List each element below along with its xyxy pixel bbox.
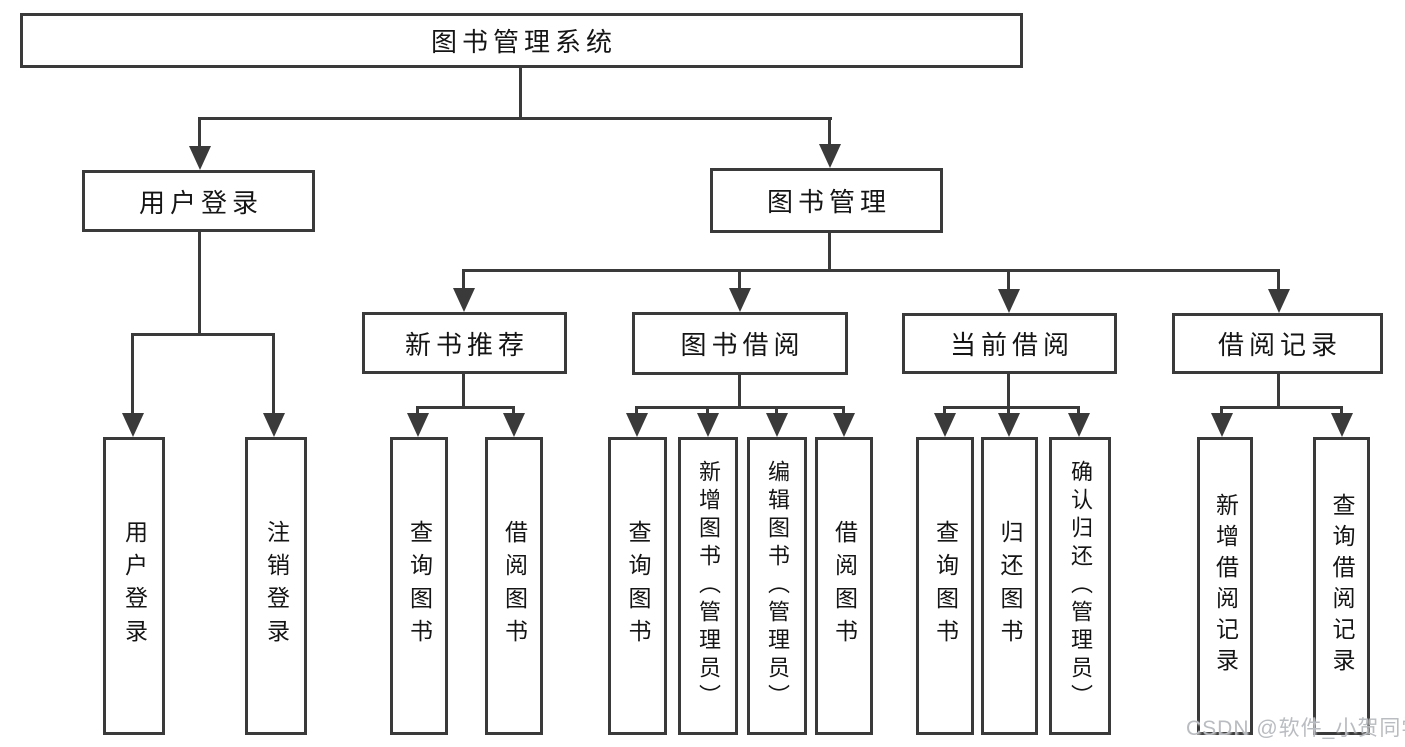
connector-line	[416, 406, 515, 409]
arrowhead-down-icon	[697, 413, 719, 437]
connector-line	[131, 333, 134, 415]
connector-line	[416, 406, 419, 415]
leaf-add-book-admin: 新增图书（管理员）	[678, 437, 738, 735]
arrowhead-down-icon	[189, 146, 211, 170]
node-new-book-recommend: 新书推荐	[362, 312, 567, 374]
leaf-query-book-2: 查询图书	[608, 437, 667, 735]
arrowhead-down-icon	[934, 413, 956, 437]
connector-line	[1007, 269, 1010, 291]
leaf-query-book-3: 查询图书	[916, 437, 974, 735]
arrowhead-down-icon	[626, 413, 648, 437]
leaf-confirm-return-admin: 确认归还（管理员）	[1049, 437, 1111, 735]
leaf-edit-book-admin: 编辑图书（管理员）	[747, 437, 807, 735]
arrowhead-down-icon	[122, 413, 144, 437]
leaf-query-borrow-record: 查询借阅记录	[1313, 437, 1370, 735]
leaf-borrow-book-1: 借阅图书	[485, 437, 543, 735]
arrowhead-down-icon	[1331, 413, 1353, 437]
connector-line	[738, 375, 741, 409]
connector-line	[198, 117, 201, 148]
connector-line	[462, 269, 465, 290]
leaf-borrow-book-2: 借阅图书	[815, 437, 873, 735]
arrowhead-down-icon	[1211, 413, 1233, 437]
leaf-logout: 注销登录	[245, 437, 307, 735]
node-current-borrow: 当前借阅	[902, 313, 1117, 374]
arrowhead-down-icon	[1068, 413, 1090, 437]
arrowhead-down-icon	[503, 413, 525, 437]
leaf-add-borrow-record: 新增借阅记录	[1197, 437, 1253, 735]
arrowhead-down-icon	[998, 413, 1020, 437]
connector-line	[198, 117, 832, 120]
connector-line	[635, 406, 845, 409]
connector-line	[1077, 406, 1080, 415]
connector-line	[1277, 269, 1280, 291]
arrowhead-down-icon	[998, 289, 1020, 313]
connector-line	[706, 406, 709, 415]
connector-line	[828, 233, 831, 272]
connector-line	[462, 374, 465, 409]
arrowhead-down-icon	[729, 288, 751, 312]
node-book-borrow: 图书借阅	[632, 312, 848, 375]
arrowhead-down-icon	[453, 288, 475, 312]
connector-line	[635, 406, 638, 415]
arrowhead-down-icon	[766, 413, 788, 437]
connector-line	[828, 117, 831, 146]
connector-line	[131, 333, 274, 336]
connector-line	[1007, 374, 1010, 409]
connector-line	[462, 269, 1280, 272]
node-library-system: 图书管理系统	[20, 13, 1023, 68]
connector-line	[943, 406, 1080, 409]
connector-line	[842, 406, 845, 415]
connector-line	[1220, 406, 1343, 409]
node-user-login: 用户登录	[82, 170, 315, 232]
connector-line	[1007, 406, 1010, 415]
connector-line	[943, 406, 946, 415]
arrowhead-down-icon	[407, 413, 429, 437]
arrowhead-down-icon	[263, 413, 285, 437]
connector-line	[512, 406, 515, 415]
leaf-user-login: 用户登录	[103, 437, 165, 735]
leaf-return-book: 归还图书	[981, 437, 1038, 735]
connector-line	[1220, 406, 1223, 415]
node-book-management: 图书管理	[710, 168, 943, 233]
connector-line	[775, 406, 778, 415]
connector-line	[1340, 406, 1343, 415]
connector-line	[519, 68, 522, 119]
arrowhead-down-icon	[819, 144, 841, 168]
connector-line	[272, 333, 275, 415]
connector-line	[1277, 374, 1280, 409]
connector-line	[198, 232, 201, 336]
connector-line	[738, 269, 741, 290]
arrowhead-down-icon	[833, 413, 855, 437]
node-borrow-records: 借阅记录	[1172, 313, 1383, 374]
leaf-query-book-1: 查询图书	[390, 437, 448, 735]
watermark: CSDN @软件_小贺同学	[1186, 717, 1405, 740]
arrowhead-down-icon	[1268, 289, 1290, 313]
